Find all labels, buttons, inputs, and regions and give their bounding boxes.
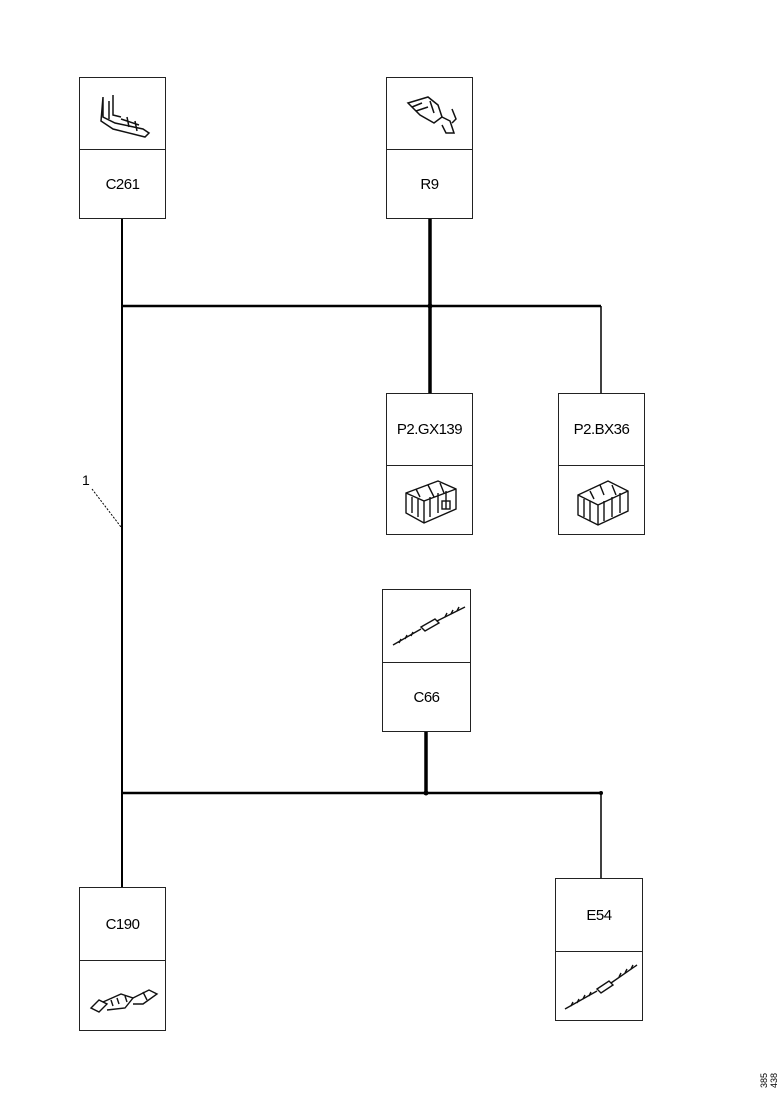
connector-p2-gx139: P2.GX139 [386,393,473,535]
junction-dot [599,791,603,795]
callout-leader [91,488,122,528]
junction-dot [423,790,429,796]
connector-housing-icon [387,465,472,536]
splice-e54: E54 [555,878,643,1021]
terminal-connector-icon [80,78,165,149]
connector-c261: C261 [79,77,166,219]
callout-label: 1 [82,472,90,488]
connector-r9-label: R9 [420,176,439,193]
junction-dot [427,303,433,309]
connector-r9: R9 [386,77,473,219]
splice-c66: C66 [382,589,471,732]
splice-e54-label: E54 [586,906,612,924]
splice-sleeve-icon [383,590,470,662]
terminal-connector-icon [387,78,472,149]
splice-sleeve-icon [556,951,642,1022]
connector-p2-bx36: P2.BX36 [558,393,645,535]
document-number: 385 438 [759,1072,778,1088]
connector-p2-bx36-label: P2.BX36 [573,421,630,438]
terminal-connector-icon [80,960,165,1032]
connector-p2-gx139-label: P2.GX139 [396,421,463,438]
connector-c261-label: C261 [105,176,140,193]
splice-c66-label: C66 [413,689,440,706]
connector-housing-icon [559,465,644,536]
connector-c190-label: C190 [105,915,140,933]
connector-c190: C190 [79,887,166,1031]
